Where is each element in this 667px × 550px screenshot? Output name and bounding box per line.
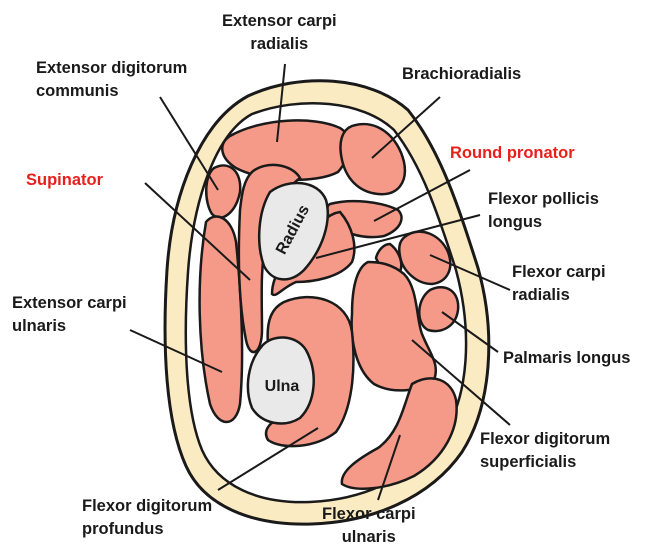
bone-label-ulna: Ulna [265,378,300,395]
label-supinator: Supinator [26,169,103,192]
label-round-pronator: Round pronator [450,142,575,165]
label-palmaris-longus: Palmaris longus [503,347,630,370]
label-flexor-digitorum-superficialis: Flexor digitorum superficialis [480,428,610,474]
label-flexor-carpi-ulnaris: Flexor carpi ulnaris [322,503,416,549]
muscle-palmaris-longus [419,287,458,331]
label-flexor-carpi-radialis: Flexor carpi radialis [512,261,606,307]
label-extensor-carpi-radialis: Extensor carpi radialis [222,10,337,56]
label-extensor-digitorum-communis: Extensor digitorum communis [36,57,187,103]
label-flexor-pollicis-longus: Flexor pollicis longus [488,188,599,234]
label-brachioradialis: Brachioradialis [402,63,521,86]
label-extensor-carpi-ulnaris: Extensor carpi ulnaris [12,292,127,338]
label-flexor-digitorum-profundus: Flexor digitorum profundus [82,495,212,541]
